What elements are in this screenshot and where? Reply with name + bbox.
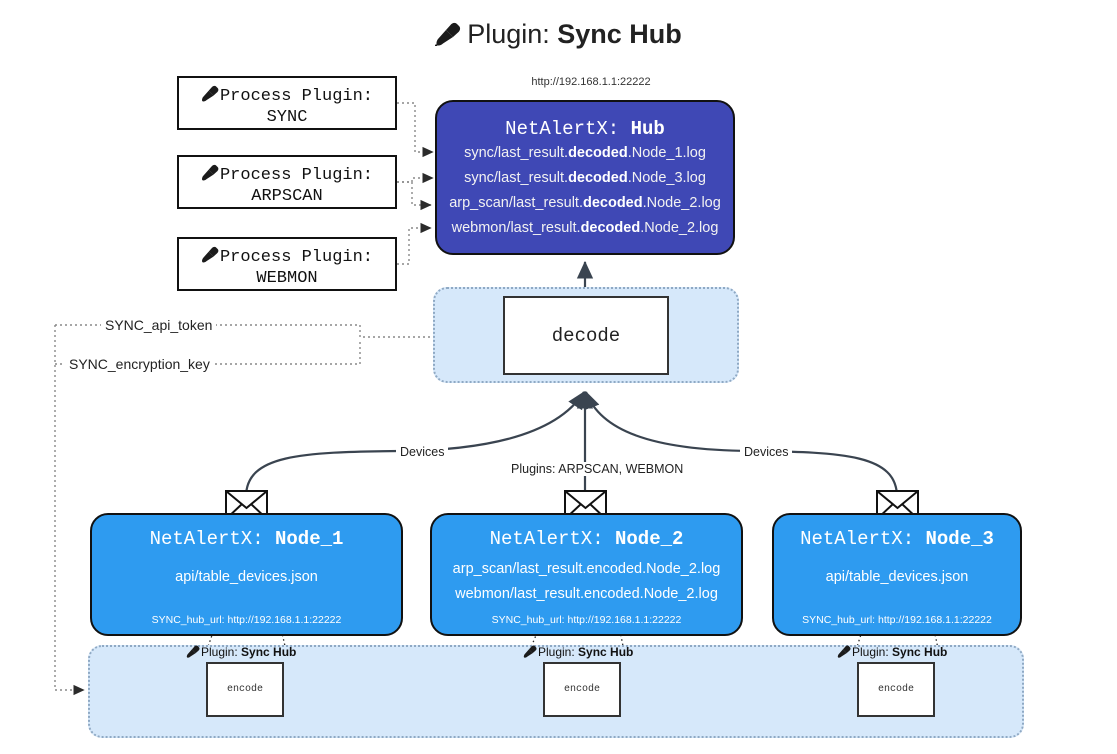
- node-title: NetAlertX: Node_2: [432, 527, 741, 551]
- hub-log-post: .Node_2.log: [640, 220, 719, 236]
- plug-icon: [202, 164, 219, 181]
- edge-label-devices-left: Devices: [396, 445, 449, 459]
- node-hub-url-value: http://192.168.1.1:22222: [878, 614, 992, 626]
- page-title-prefix: Plugin:: [467, 19, 558, 49]
- edge-label-devices-right: Devices: [740, 445, 793, 459]
- hub-log-line: sync/last_result.decoded.Node_3.log: [437, 166, 733, 191]
- encode-caption-1: Plugin: Sync Hub: [186, 645, 296, 659]
- node-title-name: Node_1: [275, 528, 344, 550]
- node-hub-url-label: SYNC_hub_url:: [491, 614, 568, 626]
- node-hub-url-value: http://192.168.1.1:22222: [567, 614, 682, 626]
- hub-log-pre: sync/last_result.: [464, 145, 569, 161]
- hub-log-pre: sync/last_result.: [464, 170, 569, 186]
- node-box-node-1[interactable]: NetAlertX: Node_1 api/table_devices.json…: [90, 513, 403, 636]
- plug-icon: [523, 645, 537, 658]
- encode-caption-prefix: Plugin:: [201, 645, 242, 659]
- hub-title-prefix: NetAlertX:: [505, 118, 631, 140]
- node-log-line: api/table_devices.json: [175, 569, 318, 585]
- node-hub-url: SYNC_hub_url: http://192.168.1.1:22222: [774, 614, 1020, 626]
- process-plugin-name: ARPSCAN: [251, 187, 323, 206]
- node-box-node-3[interactable]: NetAlertX: Node_3 api/table_devices.json…: [772, 513, 1022, 636]
- edge-label-plugins: Plugins: ARPSCAN, WEBMON: [507, 462, 688, 476]
- node-hub-url: SYNC_hub_url: http://192.168.1.1:22222: [432, 614, 741, 626]
- hub-log-line: arp_scan/last_result.decoded.Node_2.log: [437, 191, 733, 216]
- hub-log-pre: webmon/last_result.: [451, 220, 581, 236]
- process-plugin-label: Process Plugin:: [219, 248, 374, 267]
- node-title-prefix: NetAlertX:: [149, 528, 275, 550]
- hub-log-line: webmon/last_result.decoded.Node_2.log: [437, 216, 733, 241]
- node-log-line: webmon/last_result.encoded.Node_2.log: [455, 586, 718, 602]
- env-label-sync-encryption-key: SYNC_encryption_key: [65, 356, 214, 372]
- encode-box-3[interactable]: encode: [857, 662, 935, 717]
- node-hub-url-label: SYNC_hub_url:: [151, 614, 228, 626]
- page-title: Plugin: Sync Hub: [0, 16, 1117, 52]
- node-box-node-2[interactable]: NetAlertX: Node_2 arp_scan/last_result.e…: [430, 513, 743, 636]
- node-log-line: api/table_devices.json: [825, 569, 969, 585]
- plug-icon: [434, 22, 461, 47]
- env-label-sync-api-token: SYNC_api_token: [101, 317, 217, 333]
- hub-log-post: .Node_3.log: [627, 170, 706, 186]
- hub-log-bold: decoded: [582, 195, 643, 211]
- hub-box[interactable]: NetAlertX: Hub sync/last_result.decoded.…: [435, 100, 735, 255]
- node-hub-url-label: SYNC_hub_url:: [802, 614, 878, 626]
- hub-log-bold: decoded: [568, 170, 628, 186]
- process-plugin-label: Process Plugin:: [219, 166, 374, 185]
- process-plugin-name: WEBMON: [256, 269, 318, 288]
- hub-log-bold: decoded: [568, 145, 628, 161]
- node-title-prefix: NetAlertX:: [800, 528, 926, 550]
- process-plugin-box-arpscan[interactable]: Process Plugin: ARPSCAN: [177, 155, 397, 209]
- process-plugin-label: Process Plugin:: [219, 87, 374, 106]
- plug-icon: [202, 246, 219, 263]
- plug-icon: [202, 85, 219, 102]
- process-plugin-name: SYNC: [266, 108, 308, 127]
- node-title: NetAlertX: Node_1: [92, 527, 401, 551]
- hub-log-pre: arp_scan/last_result.: [449, 195, 583, 211]
- encode-caption-name: Sync Hub: [892, 645, 948, 659]
- hub-log-post: .Node_2.log: [642, 195, 721, 211]
- process-plugin-box-webmon[interactable]: Process Plugin: WEBMON: [177, 237, 397, 291]
- decode-box[interactable]: decode: [503, 296, 669, 375]
- page-title-name: Sync Hub: [557, 19, 682, 49]
- encode-caption-prefix: Plugin:: [538, 645, 579, 659]
- node-title: NetAlertX: Node_3: [774, 527, 1020, 551]
- plug-icon: [186, 645, 200, 658]
- encode-caption-3: Plugin: Sync Hub: [837, 645, 947, 659]
- encode-box-1[interactable]: encode: [206, 662, 284, 717]
- node-title-name: Node_2: [615, 528, 684, 550]
- hub-log-post: .Node_1.log: [627, 145, 706, 161]
- hub-title-name: Hub: [630, 118, 665, 140]
- encode-caption-2: Plugin: Sync Hub: [523, 645, 633, 659]
- hub-title: NetAlertX: Hub: [437, 117, 733, 141]
- node-hub-url: SYNC_hub_url: http://192.168.1.1:22222: [92, 614, 401, 626]
- hub-log-line: sync/last_result.decoded.Node_1.log: [437, 141, 733, 166]
- hub-log-bold: decoded: [580, 220, 641, 236]
- node-title-prefix: NetAlertX:: [489, 528, 615, 550]
- process-plugin-box-sync[interactable]: Process Plugin: SYNC: [177, 76, 397, 130]
- encode-caption-prefix: Plugin:: [852, 645, 893, 659]
- node-title-name: Node_3: [925, 528, 994, 550]
- node-log-line: arp_scan/last_result.encoded.Node_2.log: [452, 561, 721, 577]
- hub-url-label: http://192.168.1.1:22222: [531, 76, 651, 88]
- encode-box-2[interactable]: encode: [543, 662, 621, 717]
- encode-caption-name: Sync Hub: [578, 645, 634, 659]
- encode-caption-name: Sync Hub: [241, 645, 297, 659]
- plug-icon: [837, 645, 851, 658]
- node-hub-url-value: http://192.168.1.1:22222: [227, 614, 342, 626]
